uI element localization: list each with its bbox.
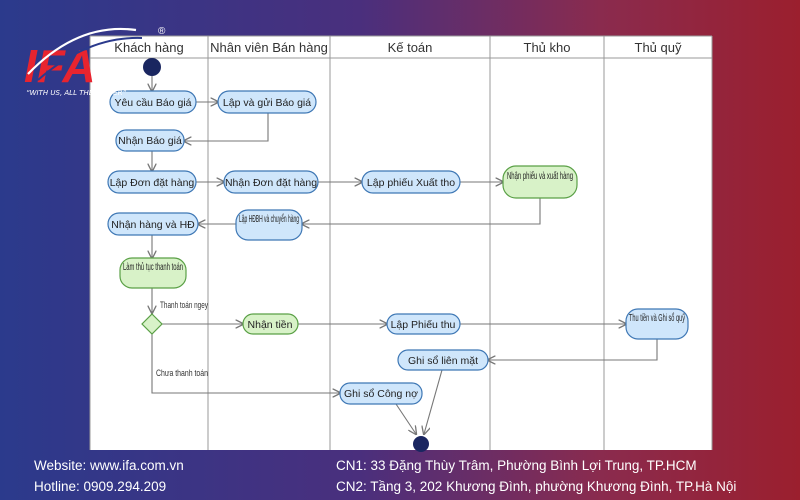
svg-text:Nhận phiếu và xuất hàng: Nhận phiếu và xuất hàng: [507, 170, 573, 182]
guard-unpaid: Chưa thanh toán: [156, 368, 208, 379]
footer: Website: www.ifa.com.vn Hotline: 0909.29…: [0, 450, 800, 500]
svg-text:Lập và gửi Báo giá: Lập và gửi Báo giá: [223, 97, 311, 109]
svg-text:Nhận Báo giá: Nhận Báo giá: [118, 135, 182, 147]
footer-branch-2: CN2: Tầng 3, 202 Khương Đình, phường Khư…: [336, 479, 737, 494]
swimlane-grid: [89, 35, 713, 450]
activity-invoice-and-transfer: Lập HĐBH và chuyển hàng: [235, 209, 303, 241]
lane-header-cashier: Thủ quỹ: [635, 40, 682, 55]
activity-request-quote: Yêu cầu Báo giá: [109, 90, 197, 114]
activity-receive-money: Nhận tiền: [242, 313, 299, 335]
footer-website[interactable]: Website: www.ifa.com.vn: [34, 458, 184, 473]
footer-hotline[interactable]: Hotline: 0909.294.209: [34, 479, 167, 494]
svg-text:Lập Đơn đặt hàng: Lập Đơn đặt hàng: [110, 177, 195, 189]
end-node: [413, 436, 429, 452]
footer-branch-1: CN1: 33 Đặng Thùy Trâm, Phường Bình Lợi …: [336, 458, 697, 473]
svg-text:Ghi sổ Công nợ: Ghi sổ Công nợ: [344, 388, 418, 400]
svg-text:Nhận Đơn đặt hàng: Nhận Đơn đặt hàng: [225, 177, 317, 189]
svg-text:Nhận hàng và HĐ: Nhận hàng và HĐ: [111, 219, 195, 231]
svg-text:Thu tiền và Ghi sổ quỹ: Thu tiền và Ghi sổ quỹ: [629, 312, 685, 324]
guard-paid: Thanh toán ngey: [160, 300, 208, 311]
lane-header-accounting: Kế toán: [388, 40, 433, 55]
svg-text:Ghi sổ liên mặt: Ghi sổ liên mặt: [408, 355, 478, 367]
activity-create-order: Lập Đơn đặt hàng: [107, 170, 197, 194]
payment-decision: [141, 313, 163, 335]
svg-text:Lập HĐBH và chuyển hàng: Lập HĐBH và chuyển hàng: [239, 213, 299, 225]
ifa-logo: IFA ®: [24, 26, 166, 92]
activity-send-quote: Lập và gửi Báo giá: [217, 90, 317, 114]
activity-receive-order: Nhận Đơn đặt hàng: [223, 170, 319, 194]
svg-text:Làm thủ tục thanh toán: Làm thủ tục thanh toán: [123, 261, 183, 273]
activity-create-export-slip: Lập phiếu Xuất tho: [361, 170, 461, 194]
activity-create-receipt: Lập Phiếu thu: [386, 313, 461, 335]
lane-header-customer: Khách hàng: [114, 40, 183, 55]
activity-collect-and-record: Thu tiền và Ghi sổ quỹ: [625, 308, 689, 340]
lane-header-sales: Nhân viên Bán hàng: [210, 40, 328, 55]
svg-text:Nhận tiền: Nhận tiền: [248, 319, 293, 331]
svg-text:Lập phiếu Xuất tho: Lập phiếu Xuất tho: [367, 177, 455, 189]
lane-header-warehouse: Thủ kho: [524, 40, 571, 55]
activity-receive-goods: Nhận hàng và HĐ: [107, 212, 199, 236]
activity-receive-and-ship: Nhận phiếu và xuất hàng: [502, 165, 578, 199]
registered-mark: ®: [158, 26, 166, 37]
activity-payment-procedure: Làm thủ tục thanh toán: [119, 257, 187, 289]
start-node: [143, 58, 161, 76]
svg-text:Yêu cầu Báo giá: Yêu cầu Báo giá: [114, 97, 191, 109]
logo-tagline: “WITH US, ALL THE BETTER”: [26, 89, 127, 97]
activity-receive-quote: Nhận Báo giá: [115, 129, 185, 152]
connectors: [152, 76, 658, 434]
svg-text:Lập Phiếu thu: Lập Phiếu thu: [391, 319, 456, 331]
activity-record-ledger: Ghi sổ liên mặt: [397, 349, 489, 371]
activity-record-debt: Ghi sổ Công nợ: [339, 382, 423, 405]
